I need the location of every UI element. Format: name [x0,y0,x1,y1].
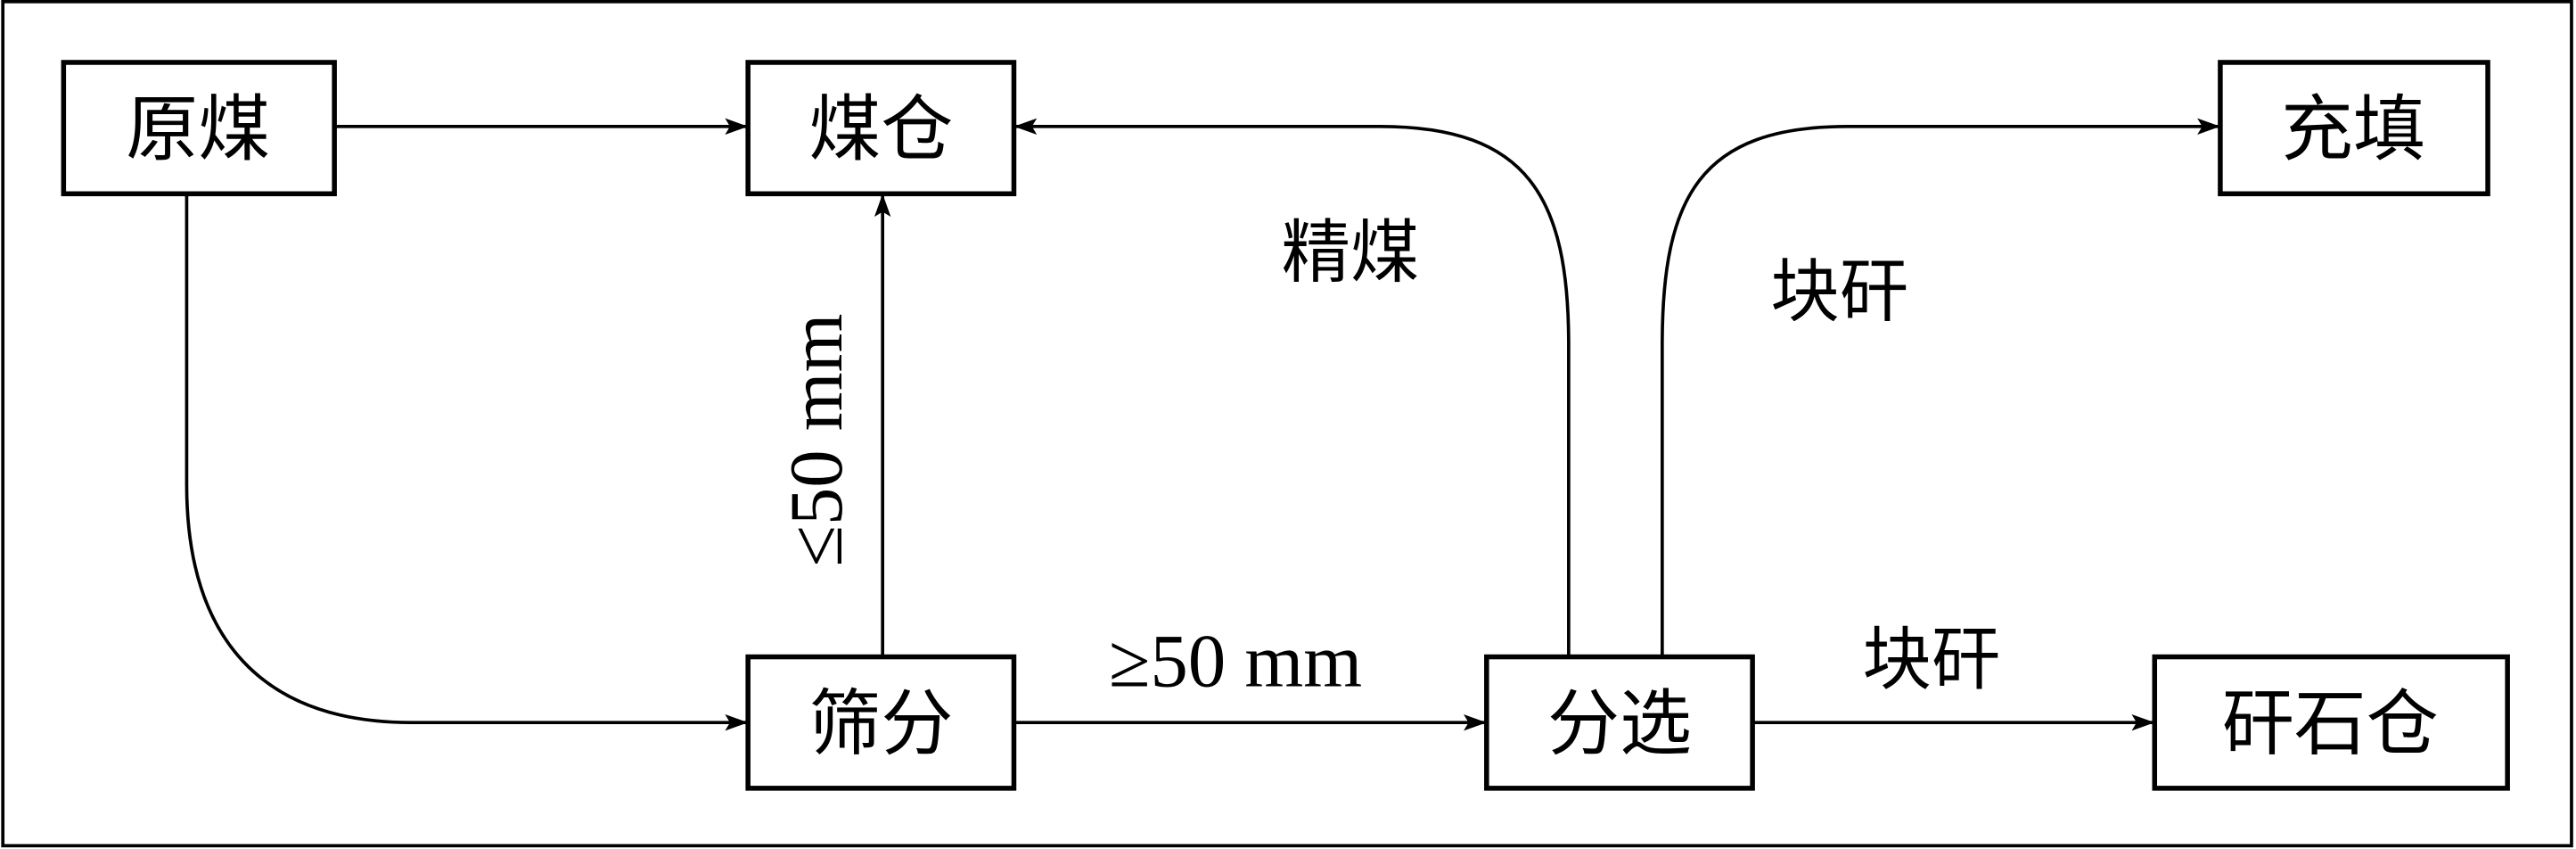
node-label: 充填 [2281,88,2425,172]
label-clean-coal: 精煤 [1282,212,1420,293]
node-raw-coal: 原煤 [61,60,337,197]
label-lump-gangue-top: 块矸 [1770,252,1908,333]
node-backfill: 充填 [2218,60,2490,197]
label-le-50mm: ≤50 mm [775,313,858,566]
label-ge-50mm: ≥50 mm [1109,621,1362,704]
node-label: 原煤 [126,88,270,172]
node-label: 矸石仓 [2222,683,2439,767]
arrow-separation-to-coal-bin [1013,118,1571,657]
node-separation: 分选 [1484,654,1755,791]
node-gangue-bin: 矸石仓 [2152,654,2510,791]
node-coal-bin: 煤仓 [745,60,1017,197]
node-screening: 筛分 [745,654,1017,791]
node-label: 筛分 [808,683,953,767]
label-lump-gangue-bottom: 块矸 [1862,620,2000,700]
node-label: 煤仓 [808,88,953,172]
arrow-raw-coal-to-screening [185,194,749,731]
node-label: 分选 [1547,683,1692,767]
arrow-separation-to-backfill [1660,118,2220,657]
